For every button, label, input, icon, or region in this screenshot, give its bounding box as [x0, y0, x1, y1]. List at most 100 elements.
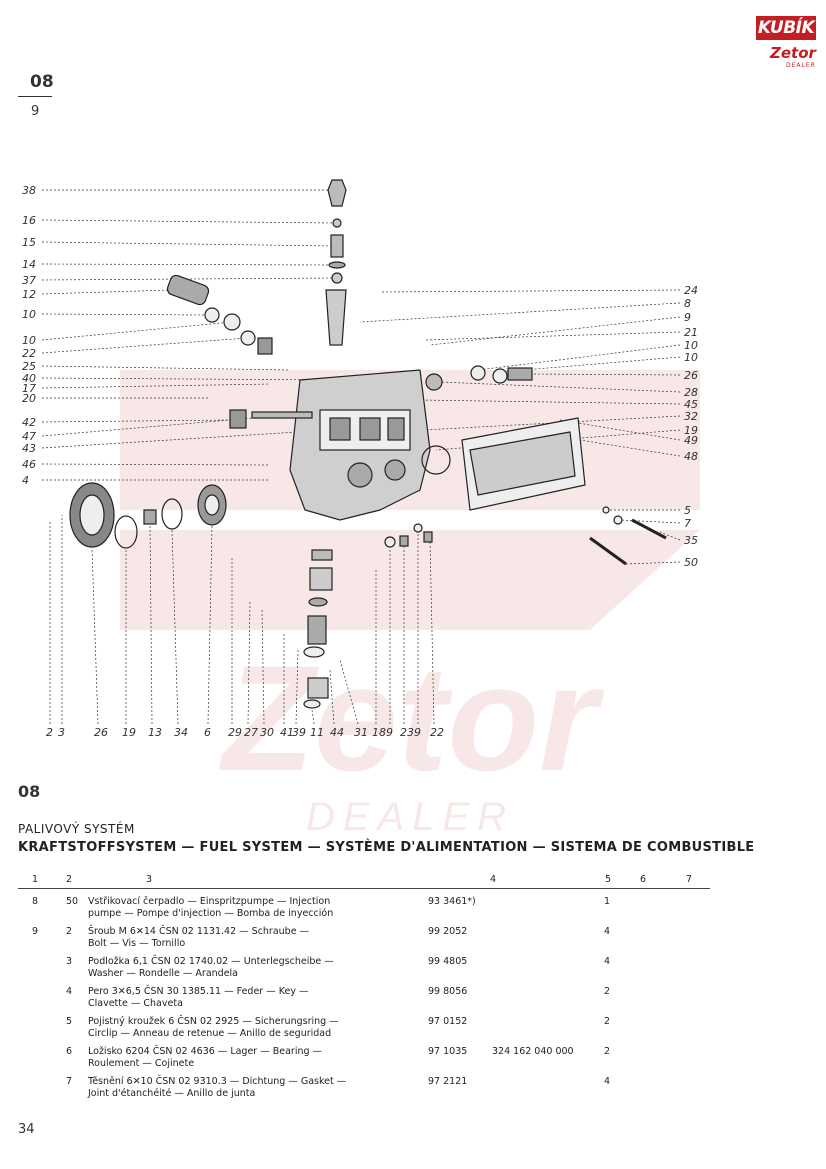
leader-line — [531, 373, 681, 376]
quantity: 2 — [604, 986, 611, 997]
quantity: 4 — [604, 926, 611, 937]
part-number: 99 8056 — [428, 986, 468, 997]
description-line: pumpe — Pompe d'injection — Bomba de iny… — [88, 908, 334, 919]
kubik-zetor-logo: KUBÍK Zetor DEALER — [756, 16, 818, 72]
callout-label: 10 — [22, 334, 36, 347]
leader-line — [429, 539, 435, 725]
callout-label: 21 — [684, 326, 698, 339]
leader-line — [41, 263, 335, 266]
alt-part-number: 324 162 040 000 — [492, 1046, 574, 1057]
quantity: 4 — [604, 956, 611, 967]
callout-label: 10 — [22, 308, 36, 321]
callout-label: 19 — [122, 726, 136, 739]
position-number: 6 — [66, 1046, 73, 1057]
callout-label: 27 — [244, 726, 258, 739]
leader-line — [207, 525, 213, 725]
callout-label: 15 — [22, 236, 36, 249]
leader-line — [339, 659, 359, 725]
callout-label: 11 — [310, 726, 324, 739]
description-line: Těsnění 6✕10 ČSN 02 9310.3 — Dichtung — … — [88, 1076, 347, 1087]
pump-parts — [69, 179, 667, 709]
callout-label: 45 — [684, 398, 698, 411]
leader-line — [41, 419, 233, 423]
position-number: 5 — [66, 1016, 73, 1027]
description-line: Bolt — Vis — Tornillo — [88, 938, 186, 949]
leader-line — [41, 377, 341, 381]
section-title-multilingual: KRAFTSTOFFSYSTEM — FUEL SYSTEM — SYSTÈME… — [18, 840, 755, 855]
watermark-dealer: DEALER — [306, 795, 514, 839]
callout-label: 5 — [684, 504, 691, 517]
callout-label: 13 — [148, 726, 162, 739]
callout-label: 16 — [22, 214, 36, 227]
leader-line — [477, 344, 681, 371]
callout-label: 19 — [684, 424, 698, 437]
callout-label: 9 — [684, 311, 691, 324]
leader-line — [579, 439, 681, 457]
leader-line — [329, 669, 335, 725]
logo-tag: DEALER — [786, 62, 816, 69]
description-line: Circlip — Anneau de retenue — Anillo de … — [88, 1028, 332, 1039]
callout-label: 23 — [400, 726, 414, 739]
leader-line — [419, 399, 681, 405]
col-header: 7 — [686, 874, 693, 885]
callout-label: 14 — [22, 258, 36, 271]
leader-line — [91, 547, 99, 725]
part-number: 99 2052 — [428, 926, 468, 937]
callout-label: 39 — [292, 726, 306, 739]
item-number: 9 — [32, 926, 39, 937]
callout-label: 3 — [58, 726, 65, 739]
description-line: Ložisko 6204 ČSN 02 4636 — Lager — Beari… — [88, 1046, 323, 1057]
callout-label: 24 — [684, 284, 698, 297]
leader-line — [41, 313, 209, 316]
callout-label: 32 — [684, 410, 698, 423]
callout-label: 25 — [22, 360, 36, 373]
leader-line — [149, 523, 153, 725]
callout-label: 38 — [22, 184, 36, 197]
part-number: 99 4805 — [428, 956, 468, 967]
callout-label: 46 — [22, 458, 36, 471]
callout-label: 22 — [22, 347, 36, 360]
leader-line — [311, 709, 315, 725]
col-header: 4 — [490, 874, 497, 885]
callout-label: 10 — [684, 351, 698, 364]
leader-line — [559, 419, 681, 441]
description-line: Pero 3✕6,5 ČSN 30 1385.11 — Feder — Key … — [88, 986, 309, 997]
leader-line — [41, 431, 299, 449]
leader-line — [261, 609, 265, 725]
leader-line — [41, 463, 269, 466]
callout-label: 26 — [94, 726, 108, 739]
leader-line — [41, 277, 335, 281]
description-line: Washer — Rondelle — Arandela — [88, 968, 238, 979]
callout-label: 50 — [684, 556, 698, 569]
callout-label: 49 — [684, 434, 698, 447]
col-header: 1 — [32, 874, 39, 885]
callout-label: 28 — [684, 386, 698, 399]
group-sub-code: 9 — [31, 104, 40, 119]
part-number: 93 3461*) — [428, 896, 476, 907]
callout-label: 9 — [414, 726, 421, 739]
callout-label: 35 — [684, 534, 698, 547]
callout-label: 6 — [204, 726, 211, 739]
table-row: 6 Ložisko 6204 ČSN 02 4636 — Lager — Bear… — [18, 1046, 710, 1072]
leader-line — [429, 316, 681, 346]
leader-line — [41, 413, 301, 437]
quantity: 2 — [604, 1016, 611, 1027]
callout-label: 18 — [372, 726, 386, 739]
section-title-cz: PALIVOVÝ SYSTÉM — [18, 822, 135, 836]
leader-line — [41, 321, 233, 341]
leader-line — [659, 531, 681, 541]
group-divider — [18, 96, 52, 97]
leader-line — [619, 519, 681, 524]
callout-label: 47 — [22, 430, 36, 443]
description-line: Roulement — Cojinete — [88, 1058, 195, 1069]
page-number: 34 — [18, 1122, 35, 1137]
col-header: 3 — [146, 874, 153, 885]
description-line: Joint d'étanchéité — Anillo de junta — [88, 1088, 256, 1099]
leader-line — [359, 302, 681, 323]
table-header: 1 2 3 4 5 6 7 — [18, 872, 710, 889]
callout-label: 41 — [280, 726, 294, 739]
